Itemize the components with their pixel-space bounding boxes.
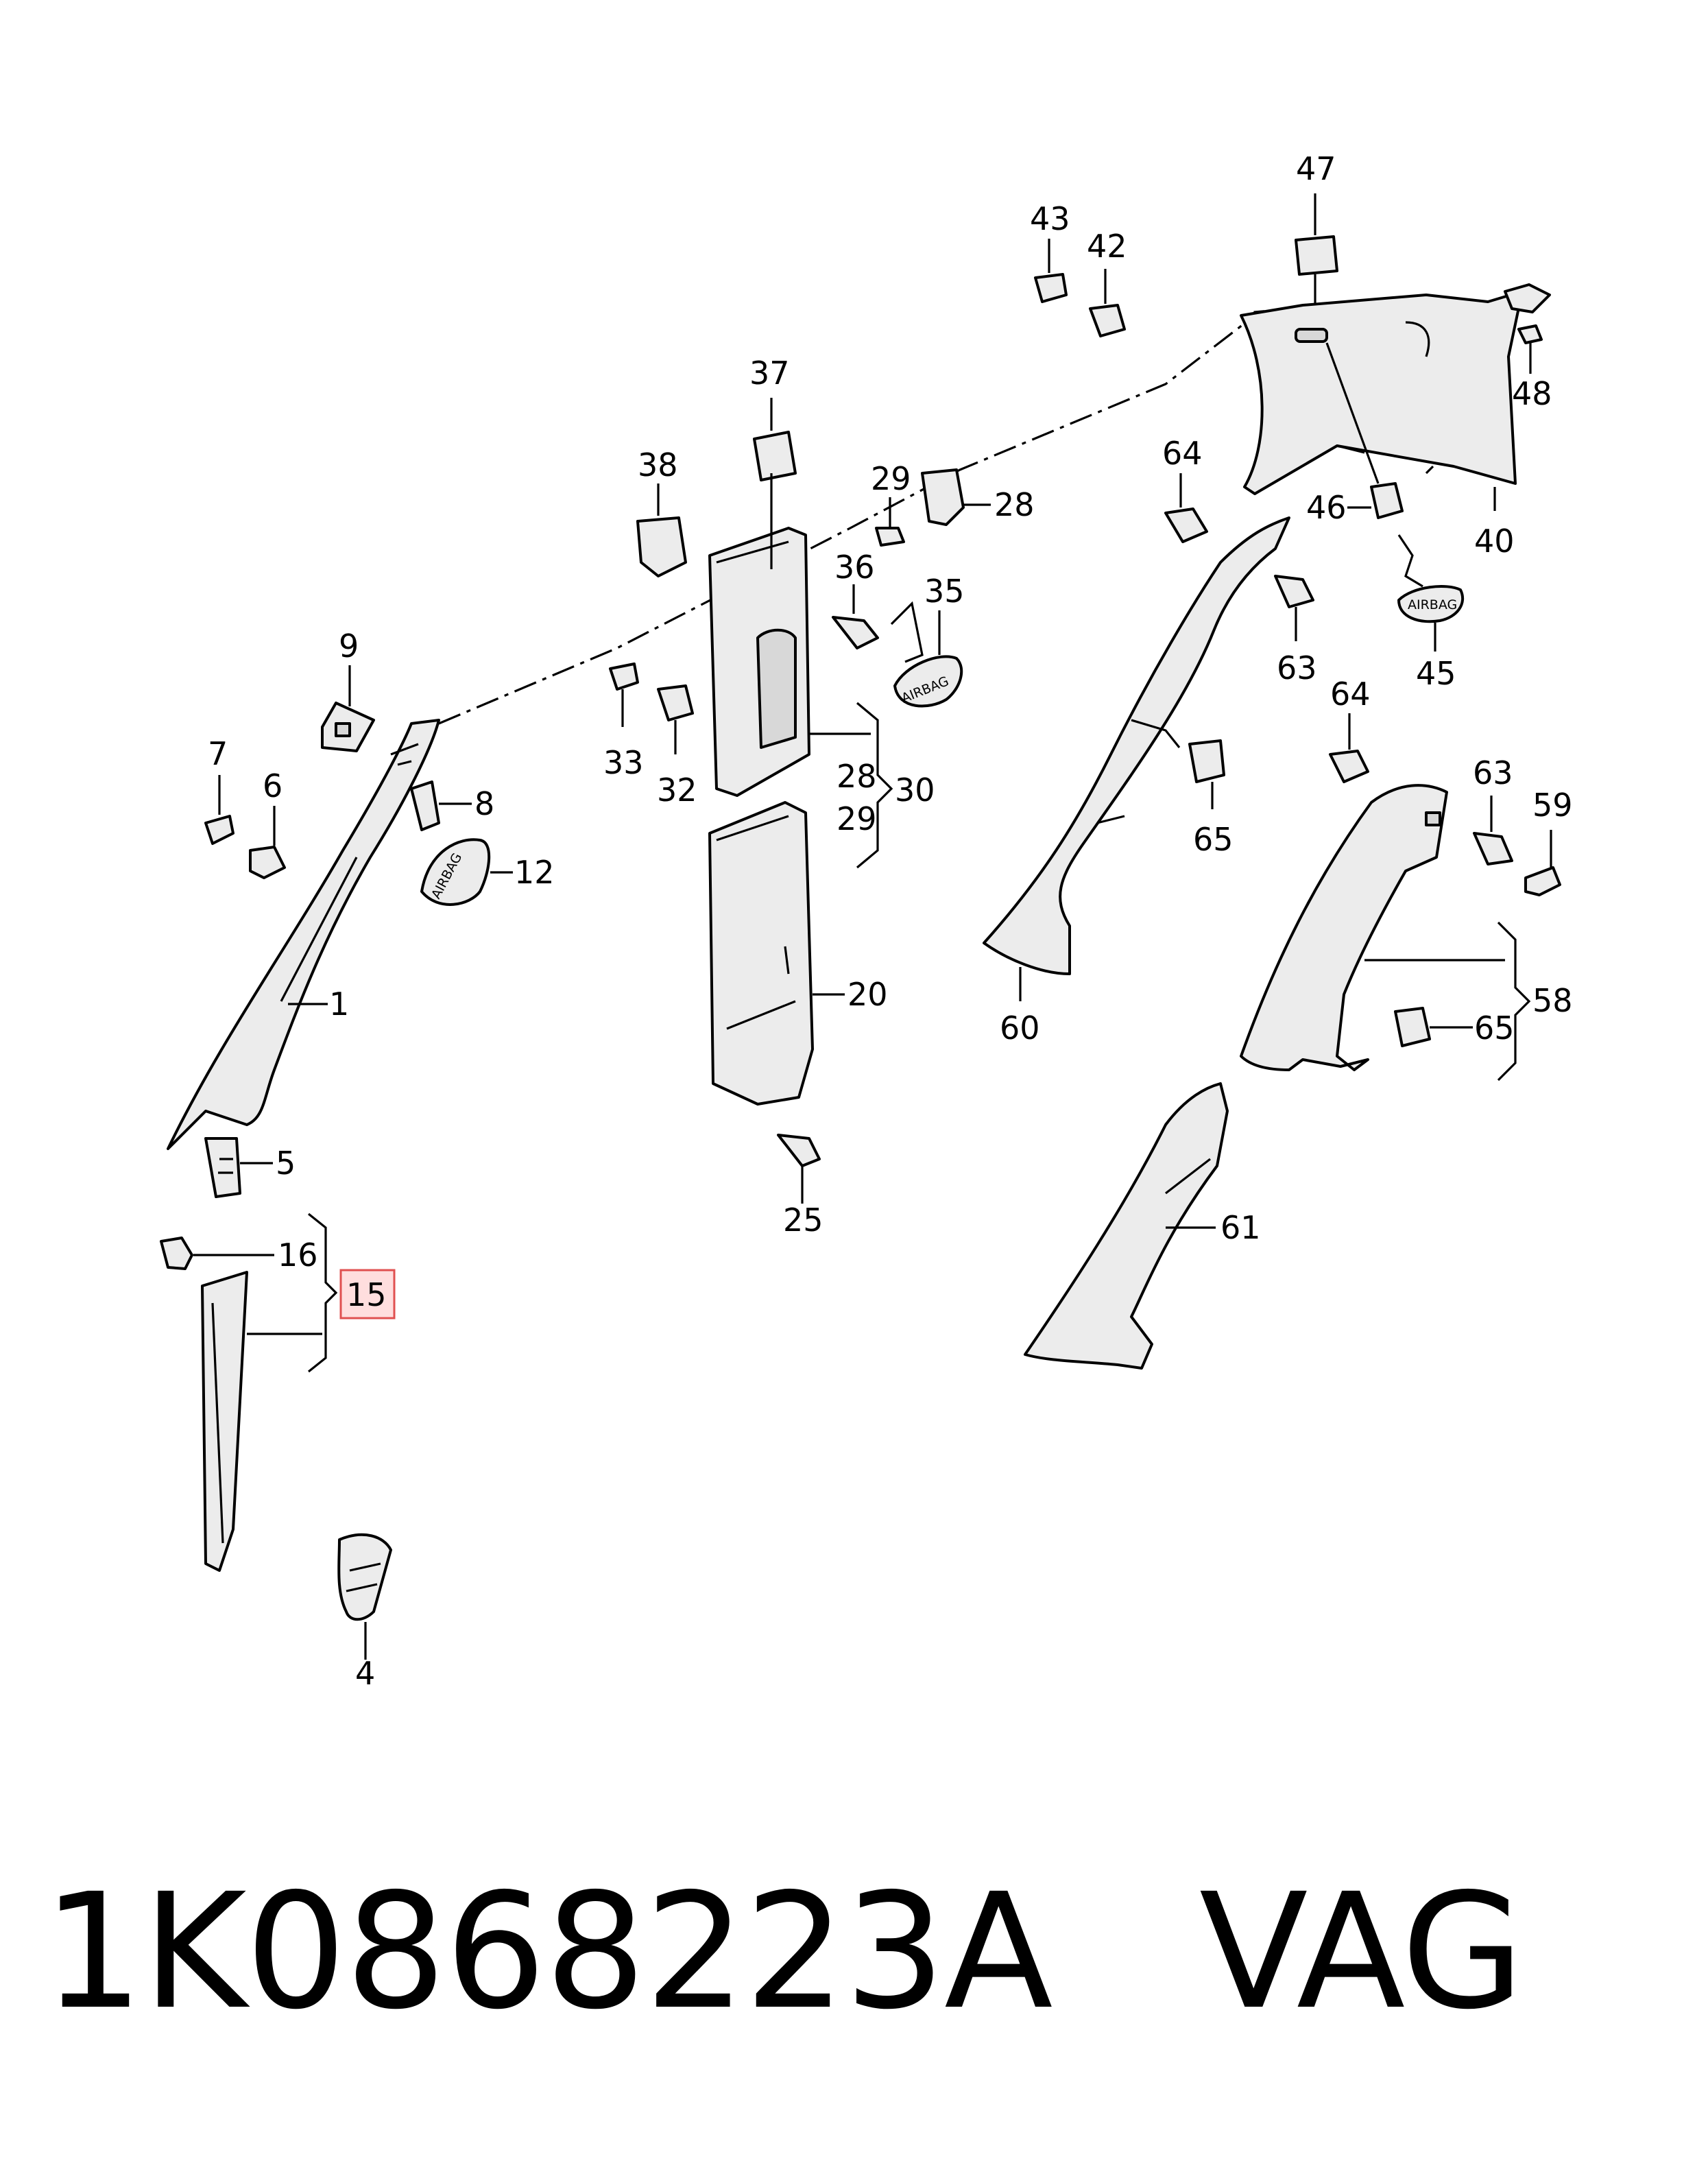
callout-29a: 29	[871, 460, 911, 497]
screw-63a: 63	[1274, 575, 1317, 686]
airbag-label-45: AIRBAG	[1408, 597, 1457, 612]
screw-36: 36	[832, 549, 879, 649]
clip-5: 5	[204, 1137, 296, 1198]
callout-60: 60	[1000, 1010, 1040, 1047]
airbag-badge-45: AIRBAG 45	[1397, 534, 1465, 692]
callout-48: 48	[1512, 375, 1552, 412]
callout-37: 37	[749, 355, 790, 392]
trim-cover-4: 4	[337, 1533, 392, 1692]
c-pillar-trim-60: 60	[983, 516, 1290, 1047]
clip-65b: 65	[1394, 1007, 1515, 1047]
bracket-28: 28	[921, 468, 1035, 526]
callout-42: 42	[1087, 228, 1127, 265]
callout-35: 35	[924, 573, 965, 610]
cap-16: 16	[160, 1237, 318, 1274]
callout-9: 9	[339, 628, 359, 665]
callout-40: 40	[1474, 523, 1515, 560]
screw-25: 25	[777, 1134, 823, 1239]
callout-28a: 28	[994, 486, 1035, 523]
airbag-badge-35: AIRBAG 35	[890, 573, 965, 708]
callout-8: 8	[474, 785, 494, 822]
clip-7: 7	[204, 735, 234, 845]
callout-63b: 63	[1473, 754, 1513, 791]
screw-63b: 63	[1473, 754, 1513, 865]
callout-64b: 64	[1330, 676, 1371, 713]
callout-1-group: 1	[288, 986, 349, 1023]
clip-47: 47	[1295, 150, 1338, 309]
clip-43: 43	[1030, 200, 1070, 303]
bracket-28-29-30: 28 29 30	[837, 702, 935, 869]
callout-63a: 63	[1277, 649, 1317, 686]
bracket-58: 58	[1497, 921, 1573, 1082]
screw-29: 29	[871, 460, 911, 547]
callout-33: 33	[603, 744, 644, 781]
callout-45: 45	[1416, 655, 1456, 692]
clip-38: 38	[636, 446, 687, 577]
callout-46: 46	[1306, 489, 1347, 526]
cap-59: 59	[1524, 787, 1573, 896]
clip-9: 9	[321, 628, 375, 752]
c-pillar-upper-40: 40	[1240, 290, 1524, 560]
b-pillar-lower-20: 20	[708, 801, 888, 1106]
callout-43: 43	[1030, 200, 1070, 237]
callout-1: 1	[329, 986, 349, 1023]
callout-15: 15	[346, 1276, 387, 1313]
callout-25: 25	[783, 1202, 823, 1239]
clip-65a: 65	[1188, 739, 1234, 858]
callout-36: 36	[834, 549, 875, 586]
callout-16: 16	[278, 1237, 318, 1274]
bracket-15-16: 15	[247, 1213, 396, 1373]
callout-58: 58	[1532, 982, 1573, 1019]
callout-32: 32	[657, 772, 697, 809]
callout-29b: 29	[837, 800, 877, 837]
airbag-badge-12: AIRBAG 12	[420, 838, 555, 906]
a-pillar-trim	[167, 719, 440, 1150]
pillar-trim-61: 61	[1024, 1082, 1261, 1370]
callout-65a: 65	[1193, 821, 1234, 858]
pillar-trim-15	[201, 1271, 248, 1572]
clip-33: 33	[603, 662, 644, 781]
callout-7: 7	[208, 735, 228, 772]
callout-59: 59	[1532, 787, 1573, 824]
callout-20: 20	[847, 976, 888, 1013]
clip-37: 37	[749, 355, 797, 481]
screw-8: 8	[410, 780, 494, 831]
callout-15-highlight	[339, 1269, 396, 1320]
clip-64b: 64	[1329, 676, 1371, 783]
nut-48: 48	[1504, 283, 1552, 412]
brand: VAG	[1199, 1859, 1524, 2044]
callout-28b: 28	[837, 758, 877, 795]
part-number-footer: 1K0868223A VAG	[43, 1872, 1524, 2031]
callout-5: 5	[276, 1145, 296, 1182]
callout-47: 47	[1296, 150, 1336, 187]
callout-30: 30	[895, 772, 935, 809]
part-number: 1K0868223A	[43, 1859, 1053, 2044]
callout-12: 12	[514, 854, 555, 891]
clip-6: 6	[249, 767, 286, 879]
callout-4: 4	[355, 1655, 375, 1692]
footer-gap	[1052, 1859, 1199, 2044]
callout-64a: 64	[1162, 435, 1203, 472]
clip-32: 32	[657, 684, 697, 809]
clip-46: 46	[1306, 342, 1404, 526]
callout-65b: 65	[1474, 1010, 1515, 1047]
b-pillar-upper-30	[708, 473, 871, 797]
clip-42: 42	[1087, 228, 1127, 337]
callout-38: 38	[638, 446, 678, 483]
clip-64a: 64	[1162, 435, 1208, 543]
callout-61: 61	[1220, 1209, 1261, 1246]
callout-6: 6	[263, 767, 282, 804]
pillar-trim-58	[1240, 784, 1505, 1071]
